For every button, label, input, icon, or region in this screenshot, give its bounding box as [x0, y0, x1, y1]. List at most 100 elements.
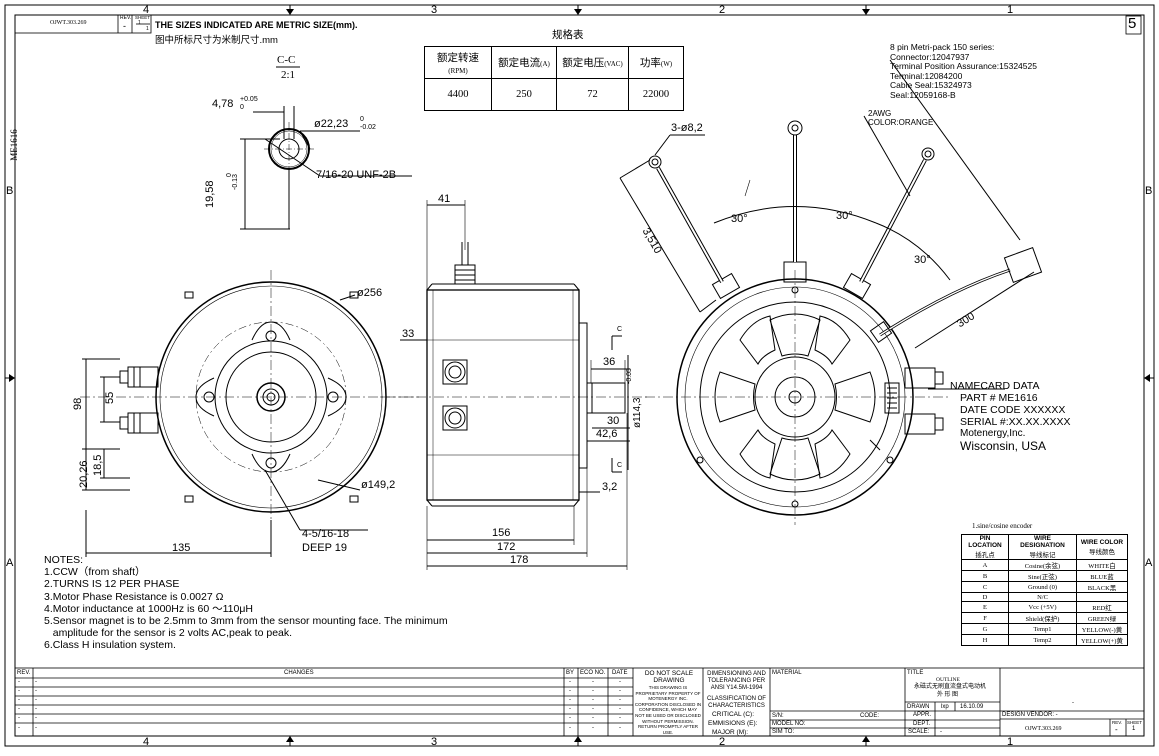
tb-eco-no: ECO NO. — [580, 670, 606, 676]
encoder-caption: 1.sine/cosine encoder — [972, 522, 1033, 530]
change-row-dash: - — [35, 688, 37, 694]
tb-changes: CHANGES — [284, 670, 314, 676]
change-row-dash: - — [35, 715, 37, 721]
side-dim-41: 41 — [438, 193, 451, 205]
connector-line: Terminal:12084200 — [890, 70, 963, 81]
top-rev-value: - — [123, 21, 126, 31]
front-dim-18-5: 18,5 — [92, 454, 104, 476]
top-rev-label: REV. — [120, 15, 132, 21]
change-row-dash: - — [592, 706, 594, 712]
side-dim-178: 178 — [510, 554, 529, 566]
section-width-dim: 4,78 — [212, 98, 234, 110]
change-row-dash: - — [592, 688, 594, 694]
tb-scale: SCALE: — [908, 729, 930, 735]
front-dim-55: 55 — [104, 391, 116, 404]
note-item: amplitude for the sensor is 2 volts AC,p… — [44, 627, 293, 640]
tb-code: CODE: — [860, 713, 880, 719]
side-dim-30: 30 — [607, 415, 620, 427]
namecard-location: Wisconsin, USA — [960, 439, 1047, 453]
side-shaft-dia: ø114,3 — [632, 397, 643, 428]
namecard-heading: NAMECARD DATA — [950, 380, 1040, 392]
zone-label-bottom-4: 4 — [143, 736, 150, 748]
change-row-dash: - — [619, 715, 621, 721]
note-item: 1.CCW（from shaft） — [44, 566, 146, 579]
tb-model-no: MODEL NO: — [772, 721, 806, 727]
change-row-dash: - — [569, 706, 571, 712]
section-diameter-tol-upper: 0 — [360, 116, 364, 123]
front-bolt-circle: ø149,2 — [361, 479, 396, 491]
spec-table-title: 规格表 — [552, 30, 584, 41]
front-tapped-holes: 4-5/16-18 — [302, 528, 350, 540]
top-sheet-label: SHEET — [135, 15, 151, 20]
change-row-dash: - — [35, 679, 37, 685]
outer-border — [4, 4, 1155, 747]
side-shaft-tol: -0.05 — [626, 368, 633, 384]
note-item: 4.Motor inductance at 1000Hz is 60 ～110μ… — [44, 602, 253, 615]
spec-value-speed: 4400 — [424, 78, 492, 111]
side-dim-33: 33 — [402, 328, 415, 340]
tb-scale-value: - — [940, 729, 942, 735]
namecard: NAMECARD DATA PART # ME1616 DATE CODE XX… — [950, 380, 1071, 452]
rear-angle-3: 30° — [914, 254, 931, 266]
zone-label-top-4: 4 — [143, 4, 150, 16]
side-label: ME1616 — [8, 129, 19, 161]
zone-label-bottom-2: 2 — [719, 736, 726, 748]
zone-arrows — [9, 9, 1150, 742]
change-row-dash: - — [592, 697, 594, 703]
tb-emissions: EMMISIONS (E): — [708, 720, 758, 727]
section-height-dim: 19,58 — [204, 180, 216, 208]
change-row-dash: - — [35, 697, 37, 703]
note-item: 2.TURNS IS 12 PER PHASE — [44, 578, 180, 591]
spec-header-voltage: 额定电压(VAC) — [556, 46, 629, 79]
section-diameter-dim: ø22,23 — [314, 118, 349, 130]
tb-do-not-scale: DO NOT SCALE DRAWING — [644, 670, 694, 684]
zone-label-top-2: 2 — [719, 4, 726, 16]
tb-classification: CLASSIFICATION OF CHARACTERISTICS — [707, 696, 766, 709]
zone-label-left-a: A — [6, 557, 14, 569]
rear-view — [619, 59, 1043, 525]
change-row-dash: - — [619, 706, 621, 712]
spec-value-voltage: 72 — [556, 78, 629, 111]
section-scale: 2:1 — [281, 69, 296, 81]
zone-label-right-b: B — [1145, 185, 1153, 197]
spec-header-speed: 额定转速(RPM) — [424, 46, 492, 79]
rear-holes: 3-ø8,2 — [671, 122, 703, 134]
tb-dimensioning: DIMENSIONING AND TOLERANCING PER ANSI Y1… — [707, 671, 766, 691]
note-item: 5.Sensor magnet is to be 2.5mm to 3mm fr… — [44, 615, 448, 628]
zone-label-bottom-1: 1 — [1007, 736, 1014, 748]
tb-title-cn-2: 外 形 图 — [937, 692, 959, 698]
change-row-dash: - — [569, 688, 571, 694]
zone-label-top-1: 1 — [1007, 4, 1014, 16]
tb-drawn: DRAWN — [907, 704, 930, 710]
tb-material: MATERIAL — [772, 670, 802, 676]
wire-color: COLOR:ORANGE — [868, 118, 934, 127]
top-sheet-value: 1 — [138, 20, 141, 26]
spec-header-current: 额定电流(A) — [491, 46, 557, 79]
tb-drawing-no: OJWT.303.269 — [1025, 726, 1062, 732]
namecard-serial: SERIAL #:XX.XX.XXXX — [960, 416, 1071, 428]
notes-heading: NOTES: — [44, 554, 84, 566]
change-row-dash: - — [35, 725, 37, 731]
spec-header-power: 功率(W) — [628, 46, 684, 79]
top-drawing-no: OJWT.303.269 — [50, 20, 87, 26]
rear-angle-2: 30° — [836, 210, 853, 222]
tb-rev-label: REV. — [1112, 720, 1123, 725]
change-row-dash: - — [619, 697, 621, 703]
tb-appr: APPR. — [913, 712, 932, 718]
tb-title-outline: OUTLINE — [936, 677, 960, 683]
section-c-c — [240, 66, 412, 230]
change-row-dash: - — [592, 715, 594, 721]
section-height-tol-lower: -0.13 — [232, 174, 239, 190]
tb-title-label: TITLE — [907, 670, 924, 676]
side-section-mark-top: C — [617, 326, 623, 333]
wire-gauge: 2AWG — [868, 109, 892, 118]
